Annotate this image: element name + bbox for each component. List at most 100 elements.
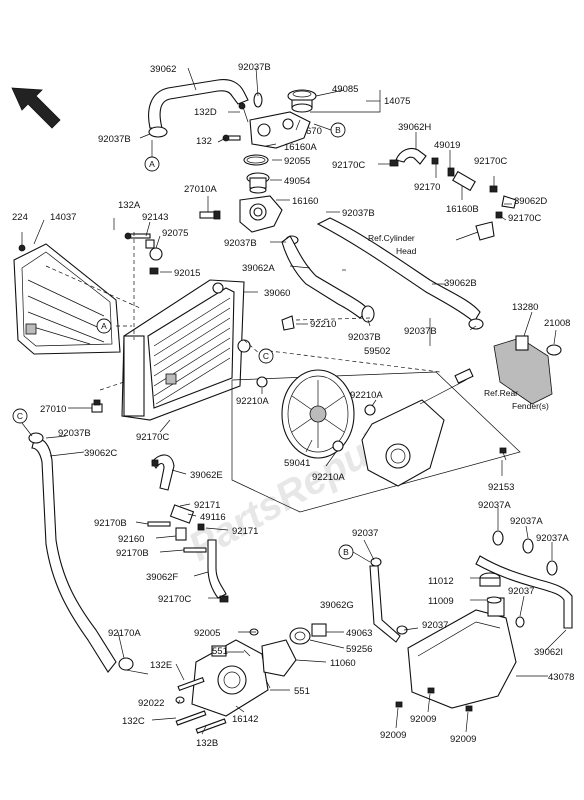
bolt-551-lower[interactable]: [265, 679, 271, 689]
hose-39062A[interactable]: [281, 235, 369, 319]
part-number-label: 92037A: [510, 516, 543, 527]
part-number-label: 92037: [352, 528, 378, 539]
part-number-label: 49085: [332, 84, 358, 95]
clamp-92037B-upper[interactable]: [148, 92, 263, 138]
part-number-label: 59256: [346, 644, 372, 655]
clamp-92170B-lower[interactable]: [183, 547, 207, 553]
part-number-label: 92037: [422, 620, 448, 631]
bolt-132E[interactable]: [177, 676, 205, 692]
hose-39062C[interactable]: [31, 438, 117, 673]
clamp-92037B-39062C[interactable]: [28, 432, 44, 444]
part-number-label: 49054: [284, 176, 310, 187]
radiator-cap-49085[interactable]: [287, 89, 317, 113]
bolt-551-upper[interactable]: [243, 649, 251, 657]
clamp-92037B-39062B[interactable]: [468, 318, 484, 330]
water-pump-16142[interactable]: [191, 639, 269, 717]
part-number-label: 92160: [118, 534, 144, 545]
hose-39062F[interactable]: [207, 539, 227, 599]
sensor-27010[interactable]: [91, 399, 103, 413]
clamp-92171-lower[interactable]: [197, 523, 205, 531]
bracket-92210[interactable]: [281, 315, 295, 331]
grommet-92210A-left[interactable]: [256, 376, 268, 388]
bolt-92009-left[interactable]: [395, 701, 403, 708]
pump-cover-11060[interactable]: [261, 639, 297, 677]
hose-39062G[interactable]: [369, 565, 401, 643]
cylinder-head-fitting[interactable]: [475, 221, 495, 241]
clamp-92170C-lower[interactable]: [495, 211, 503, 219]
clamp-92170[interactable]: [431, 157, 439, 165]
fitting-16160B[interactable]: [447, 167, 476, 192]
hose-39062D[interactable]: [501, 195, 517, 209]
tank-cap-11012[interactable]: [479, 572, 501, 587]
fan-motor-bracket[interactable]: [361, 368, 474, 487]
part-number-label: 16160B: [446, 204, 479, 215]
part-number-label: 21008: [544, 318, 570, 329]
bolt-132A[interactable]: [124, 232, 151, 240]
grommet-92075[interactable]: [149, 247, 163, 261]
mechanical-seal-49063[interactable]: [311, 623, 327, 637]
collar-92143[interactable]: [145, 239, 155, 249]
joint-49116[interactable]: [169, 504, 195, 524]
part-number-label: 43078: [548, 672, 574, 683]
impeller-59256[interactable]: [289, 627, 311, 645]
svg-text:A: A: [149, 159, 155, 169]
callout-A-top: A: [144, 140, 160, 172]
clamp-92171-upper[interactable]: [151, 459, 159, 467]
collar-92160[interactable]: [175, 527, 187, 541]
clamp-92037A-lower[interactable]: [546, 560, 558, 576]
bolt-92153[interactable]: [499, 447, 507, 461]
clamp-92170C-39062F[interactable]: [219, 595, 229, 603]
clamp-92037B-39062A[interactable]: [361, 305, 375, 323]
part-number-label: 92037B: [342, 208, 375, 219]
grommet-92210A-bottom[interactable]: [332, 440, 344, 452]
clamp-92170C-right[interactable]: [489, 185, 498, 193]
part-number-label: 16160: [292, 196, 318, 207]
part-number-label: 39062G: [320, 600, 354, 611]
radiator-39060[interactable]: [121, 279, 251, 421]
thermostat-49054[interactable]: [246, 172, 270, 194]
sensor-27010A[interactable]: [199, 210, 221, 220]
part-number-label: 551: [212, 646, 228, 657]
nut-92015[interactable]: [149, 267, 159, 275]
bolt-132D[interactable]: [238, 102, 249, 123]
thermostat-cover-16160[interactable]: [239, 195, 283, 233]
cap-seal-11009[interactable]: [486, 596, 502, 604]
dashed-connectors: [45, 232, 441, 391]
bolt-92009-middle[interactable]: [427, 687, 435, 694]
part-number-label: 11060: [330, 658, 356, 669]
bolt-132B[interactable]: [195, 718, 227, 734]
part-number-label: 92037B: [404, 326, 437, 337]
clamp-92037-tank[interactable]: [370, 557, 525, 635]
hose-39062[interactable]: [148, 79, 249, 129]
svg-text:B: B: [335, 125, 341, 135]
part-number-label: 224: [12, 212, 28, 223]
radiator-screen-14037[interactable]: [13, 243, 121, 355]
bolt-224[interactable]: [18, 232, 26, 252]
fan-assembly-59502[interactable]: [231, 371, 521, 513]
fan-59041[interactable]: [281, 369, 355, 459]
clamp-92170A[interactable]: [118, 657, 134, 671]
clamp-92170C-left[interactable]: [389, 159, 399, 167]
ref-rear-fender-line2: Fender(s): [512, 401, 549, 411]
clamp-92170B-upper[interactable]: [147, 521, 171, 527]
bracket-13280[interactable]: [515, 335, 529, 351]
hose-39062H[interactable]: [395, 147, 427, 165]
thermostat-housing-16160A[interactable]: [249, 111, 311, 149]
hose-39062I[interactable]: [475, 555, 573, 629]
clip-21008[interactable]: [546, 344, 562, 356]
part-number-label: 92210A: [350, 390, 383, 401]
part-number-label: 39062I: [534, 647, 563, 658]
ref-cylinder-head-line2: Head: [396, 246, 417, 256]
hose-39062B[interactable]: [316, 217, 481, 323]
part-number-label: 92143: [142, 212, 168, 223]
bolt-132C[interactable]: [175, 710, 207, 726]
bolt-92009-right[interactable]: [465, 705, 473, 712]
clamp-92037A-upper[interactable]: [492, 530, 534, 554]
part-number-label: 92170C: [136, 432, 169, 443]
part-number-label: 92037B: [58, 428, 91, 439]
o-ring-92055[interactable]: [243, 154, 269, 166]
part-number-label: 16142: [232, 714, 258, 725]
reserve-tank-43078[interactable]: [407, 597, 517, 709]
grommet-92210A-right[interactable]: [364, 404, 376, 416]
part-number-label: 49063: [346, 628, 372, 639]
